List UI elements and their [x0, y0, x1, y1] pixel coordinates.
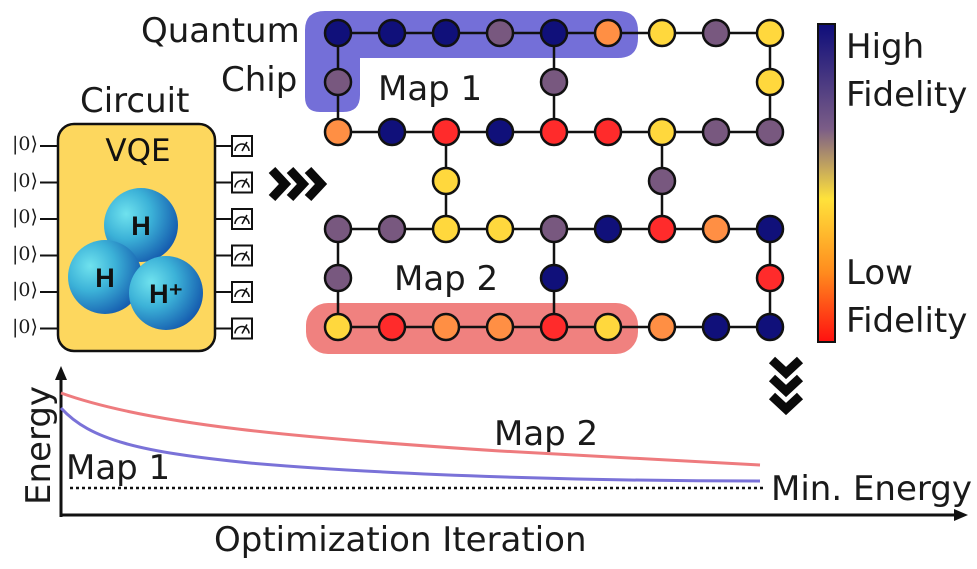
qubit-node: [431, 214, 461, 244]
qubit-node: [647, 117, 677, 147]
legend-high-fidelity-label: Fidelity: [846, 75, 968, 115]
qubit-node: [431, 166, 461, 196]
map1-energy-curve: [59, 406, 761, 483]
qubit-node: [755, 18, 785, 48]
chip-qubits: [323, 18, 785, 342]
qubit-node: [485, 214, 515, 244]
qubit-node: [323, 18, 353, 48]
qubit-wires: [40, 135, 253, 340]
qubit-node: [593, 117, 623, 147]
qubit-node: [377, 312, 407, 342]
qubit-init-label: |0⟩: [12, 279, 38, 301]
plot-map2-label: Map 2: [494, 414, 599, 454]
qubit-init-label: |0⟩: [12, 206, 38, 228]
qubit-node: [539, 312, 569, 342]
triple-chevron-down-icon: [768, 356, 804, 416]
map2-chip-label: Map 2: [394, 259, 499, 299]
qubit-node: [701, 312, 731, 342]
qubit-node: [539, 263, 569, 293]
qubit-node: [485, 312, 515, 342]
qubit-node: [701, 214, 731, 244]
atom-hplus-label: H⁺: [149, 279, 183, 309]
qubit-node: [323, 263, 353, 293]
qubit-node: [593, 18, 623, 48]
qubit-node: [323, 67, 353, 97]
qubit-node: [377, 117, 407, 147]
qubit-init-label: |0⟩: [12, 133, 38, 155]
qubit-node: [755, 117, 785, 147]
circuit-label: Circuit: [80, 81, 190, 121]
qubit-node: [377, 214, 407, 244]
triple-chevron-right-icon: [268, 166, 328, 202]
legend-high-label: High: [846, 27, 925, 67]
qubit-node: [323, 117, 353, 147]
atom-h1-label: H: [131, 211, 151, 241]
qubit-node: [323, 312, 353, 342]
qubit-node: [539, 18, 569, 48]
atom-h2-label: H: [95, 263, 115, 293]
qubit-node: [431, 117, 461, 147]
qubit-node: [755, 67, 785, 97]
legend-low-fidelity-label: Fidelity: [846, 301, 968, 341]
energy-axis-label: Energy: [19, 385, 59, 505]
qubit-node: [539, 214, 569, 244]
qubit-node: [701, 18, 731, 48]
qubit-node: [485, 117, 515, 147]
h3-molecule-icon: H H H⁺: [68, 188, 203, 330]
qubit-node: [593, 312, 623, 342]
qubit-node: [755, 312, 785, 342]
qubit-node: [755, 214, 785, 244]
map2-energy-curve: [60, 391, 761, 467]
plot-map1-label: Map 1: [66, 448, 171, 488]
measurement-gauge-icon: [231, 135, 253, 157]
qubit-node: [431, 312, 461, 342]
map1-chip-label: Map 1: [378, 69, 483, 109]
qubit-node: [323, 214, 353, 244]
measurement-gauge-icon: [231, 281, 253, 303]
min-energy-label: Min. Energy: [771, 469, 972, 509]
map2-highlight: [306, 303, 638, 354]
qubit-node: [755, 263, 785, 293]
qubit-node: [539, 117, 569, 147]
measurement-gauge-icon: [231, 317, 253, 340]
iteration-axis-label: Optimization Iteration: [214, 520, 587, 560]
fidelity-colorbar: [817, 23, 836, 343]
qubit-node: [539, 67, 569, 97]
quantum-label: Quantum: [141, 11, 300, 51]
qubit-node: [377, 18, 407, 48]
vqe-label: VQE: [105, 133, 170, 169]
qubit-init-label: |0⟩: [12, 315, 38, 338]
chip-label: Chip: [221, 60, 298, 100]
measurement-gauge-icon: [231, 208, 253, 230]
qubit-init-label: |0⟩: [12, 242, 38, 265]
qubit-init-label: |0⟩: [12, 169, 38, 192]
qubit-node: [701, 117, 731, 147]
qubit-node: [647, 312, 677, 342]
measurement-gauge-icon: [231, 244, 253, 267]
energy-plot-axes: [55, 366, 968, 521]
qubit-node: [485, 18, 515, 48]
legend-low-label: Low: [846, 253, 913, 293]
qubit-node: [431, 18, 461, 48]
qubit-node: [647, 214, 677, 244]
measurement-gauge-icon: [231, 171, 253, 194]
qubit-node: [647, 18, 677, 48]
qubit-node: [593, 214, 623, 244]
qubit-node: [647, 166, 677, 196]
